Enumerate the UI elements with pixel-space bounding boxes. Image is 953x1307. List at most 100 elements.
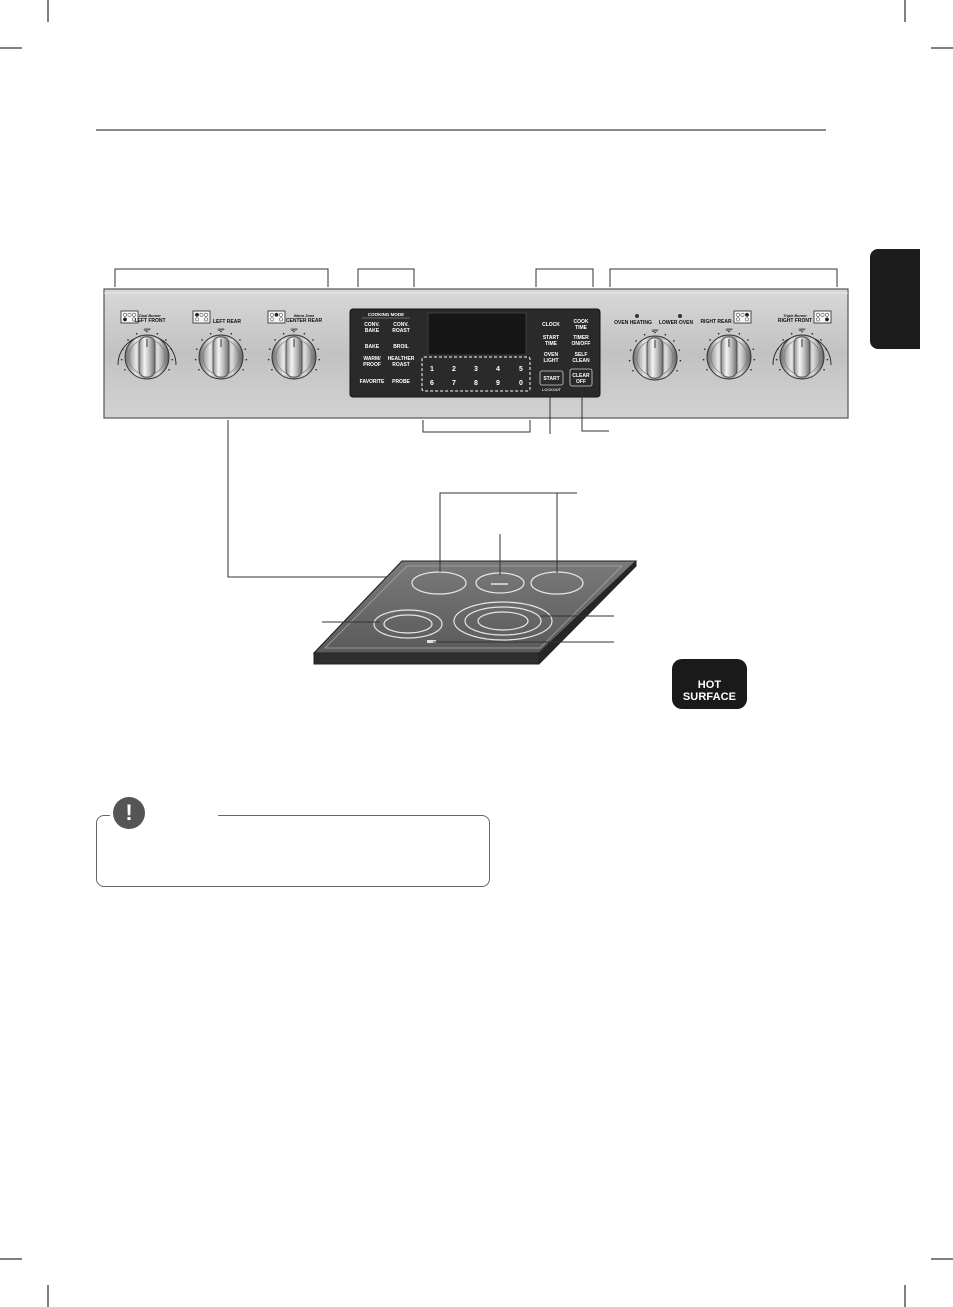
knob-caption: LEFT REAR: [213, 319, 241, 325]
number-key-4: 4: [496, 366, 500, 373]
function-label-2: TIME: [575, 325, 588, 331]
function-label-2: LIGHT: [544, 358, 559, 364]
right-rear-burner-icon: [733, 310, 752, 324]
oven-knob-1[interactable]: [628, 331, 682, 381]
knob-caption-small: Warm Zone: [294, 314, 315, 318]
oven-knob-3[interactable]: [772, 330, 832, 380]
callout-brackets-top: [114, 268, 838, 287]
note-alert-icon: !: [113, 797, 145, 829]
display-window: [427, 312, 527, 356]
function-label: TIMER: [573, 335, 589, 341]
burner-knob-3[interactable]: [267, 330, 321, 380]
cooktop: [312, 560, 638, 665]
number-key-5: 5: [519, 366, 523, 373]
indicator-light: [678, 314, 682, 318]
dual-burner-left-front-icon: [120, 310, 139, 324]
function-label: START: [543, 335, 559, 341]
function-label: OVEN: [544, 352, 559, 358]
right-front-element-mid: [464, 606, 542, 636]
left-rear-element: [411, 571, 467, 595]
mode-label-2: PROOF: [363, 362, 381, 368]
mode-label: PROBE: [392, 379, 410, 385]
start-label: START: [543, 376, 559, 382]
function-label: CLOCK: [542, 322, 560, 328]
function-button[interactable]: CLOCK: [542, 322, 560, 328]
indicator-label: LOWER OVEN: [659, 320, 694, 326]
cooktop-elements: [373, 571, 584, 641]
mode-button[interactable]: CONV.ROAST: [392, 322, 410, 334]
left-front-element-inner: [383, 614, 433, 634]
indicator-label: OVEN HEATING: [614, 320, 652, 326]
mode-button[interactable]: FAVORITE: [360, 379, 385, 385]
function-label-2: TIME: [545, 341, 558, 347]
number-key-8: 8: [474, 380, 478, 387]
start-button[interactable]: [539, 370, 564, 386]
burner-knob-2[interactable]: [194, 330, 248, 380]
cooking-mode-header: COOKING MODE: [368, 312, 404, 317]
mode-button[interactable]: BAKE: [365, 344, 380, 350]
knob-caption: CENTER REAR: [286, 318, 323, 324]
mode-button[interactable]: BROIL: [393, 344, 409, 350]
left-front-element-outer: [373, 609, 443, 639]
mode-label: HEALTHER: [388, 356, 415, 362]
right-front-element-inner: [477, 611, 529, 631]
mode-label: BROIL: [393, 344, 409, 350]
warm-zone-center-rear-icon: [267, 310, 286, 324]
knob-off-label: OFF: [726, 328, 733, 332]
note-box: [96, 815, 490, 887]
mode-label-2: ROAST: [392, 328, 410, 334]
mode-button[interactable]: CONV.BAKE: [364, 322, 380, 334]
callout-lines-panel: [227, 392, 609, 578]
hot-surface-indicator: [427, 640, 436, 643]
function-label: SELF: [575, 352, 588, 358]
oven-knob-2[interactable]: [702, 330, 756, 380]
knob-off-label: OFF: [652, 329, 659, 333]
mode-button[interactable]: WARM/PROOF: [363, 356, 381, 368]
knob-off-label: OFF: [218, 328, 225, 332]
mode-label: CONV.: [393, 322, 409, 328]
knob-off-label: OFF: [144, 328, 151, 332]
triple-burner-right-front-icon: [813, 310, 832, 324]
function-label: COOK: [574, 319, 589, 325]
number-key-3: 3: [474, 366, 478, 373]
burner-knob-1[interactable]: [117, 330, 177, 380]
number-key-7: 7: [452, 380, 456, 387]
mode-label-2: ROAST: [392, 362, 410, 368]
lockout-label: LOCKOUT: [542, 388, 561, 392]
number-key-9: 9: [496, 380, 500, 387]
knob-caption: RIGHT FRONT: [778, 318, 812, 324]
mode-label: BAKE: [365, 344, 380, 350]
hot-surface-label: HOT SURFACE: [682, 679, 737, 703]
hot-surface-badge: HOT SURFACE: [672, 659, 747, 709]
mode-label: WARM/: [363, 356, 381, 362]
knob-off-label: OFF: [291, 328, 298, 332]
clear-off-label-2: OFF: [576, 379, 586, 385]
clear-off-button[interactable]: [569, 368, 593, 387]
function-label-2: CLEAN: [572, 358, 590, 364]
mode-button[interactable]: PROBE: [392, 379, 410, 385]
number-key-1: 1: [430, 366, 434, 373]
clear-off-label: CLEAR: [572, 373, 590, 379]
right-front-element-outer: [453, 601, 553, 641]
mode-label: CONV.: [364, 322, 380, 328]
number-key-2: 2: [452, 366, 456, 373]
knob-caption-small: Triple Burner: [783, 314, 807, 318]
number-key-0: 0: [519, 380, 523, 387]
knob-caption-small: Dual Burner: [139, 314, 161, 318]
chapter-tab: [870, 249, 920, 349]
number-pad-frame: [421, 356, 531, 392]
knob-caption: LEFT FRONT: [134, 318, 165, 324]
knob-caption: RIGHT REAR: [700, 319, 732, 325]
indicator-light: [635, 314, 639, 318]
